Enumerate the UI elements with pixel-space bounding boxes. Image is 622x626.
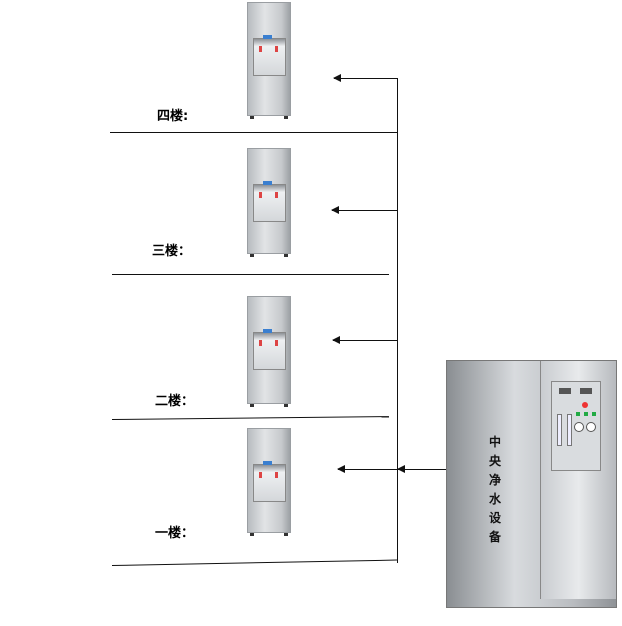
emergency-button-icon: [582, 402, 588, 408]
arrow-equipment-out: [397, 465, 446, 473]
equipment-label: 中 央 净 水 设 备: [487, 433, 503, 547]
control-panel: [551, 381, 601, 471]
floor-line-1: [111, 559, 397, 566]
water-dispenser-floor-2: [247, 296, 291, 407]
pressure-gauge-icon: [586, 422, 596, 432]
water-dispenser-floor-1: [247, 428, 291, 536]
arrow-floor-1: [337, 465, 397, 473]
floor-line-2: [111, 416, 389, 420]
label-char: 设: [488, 511, 501, 525]
water-dispenser-floor-3: [247, 148, 291, 257]
label-char: 央: [488, 454, 501, 468]
indicator-lights: [576, 412, 596, 416]
label-char: 水: [488, 492, 501, 506]
floor-label-2: 二楼：: [155, 394, 195, 409]
flowmeter-icon: [557, 414, 562, 446]
central-water-purification-equipment: 中 央 净 水 设 备: [446, 360, 617, 608]
floor-line-4: [110, 132, 397, 133]
label-char: 净: [488, 473, 501, 487]
floor-label-1: 一楼：: [155, 526, 195, 541]
arrow-floor-4: [333, 74, 397, 82]
label-char: 中: [488, 435, 501, 449]
flowmeter-icon: [567, 414, 572, 446]
gauge-display: [559, 388, 571, 394]
gauge-display: [580, 388, 592, 394]
floor-label-3: 三楼：: [152, 244, 192, 259]
water-dispenser-floor-4: [247, 2, 291, 119]
riser-pipe: [397, 78, 398, 563]
arrow-floor-2: [332, 336, 397, 344]
label-char: 备: [488, 530, 501, 544]
arrow-floor-3: [331, 206, 397, 214]
pressure-gauge-icon: [574, 422, 584, 432]
floor-line-3: [112, 274, 389, 275]
floor-label-4: 四楼:: [157, 109, 189, 124]
equipment-control-door: [540, 361, 616, 599]
